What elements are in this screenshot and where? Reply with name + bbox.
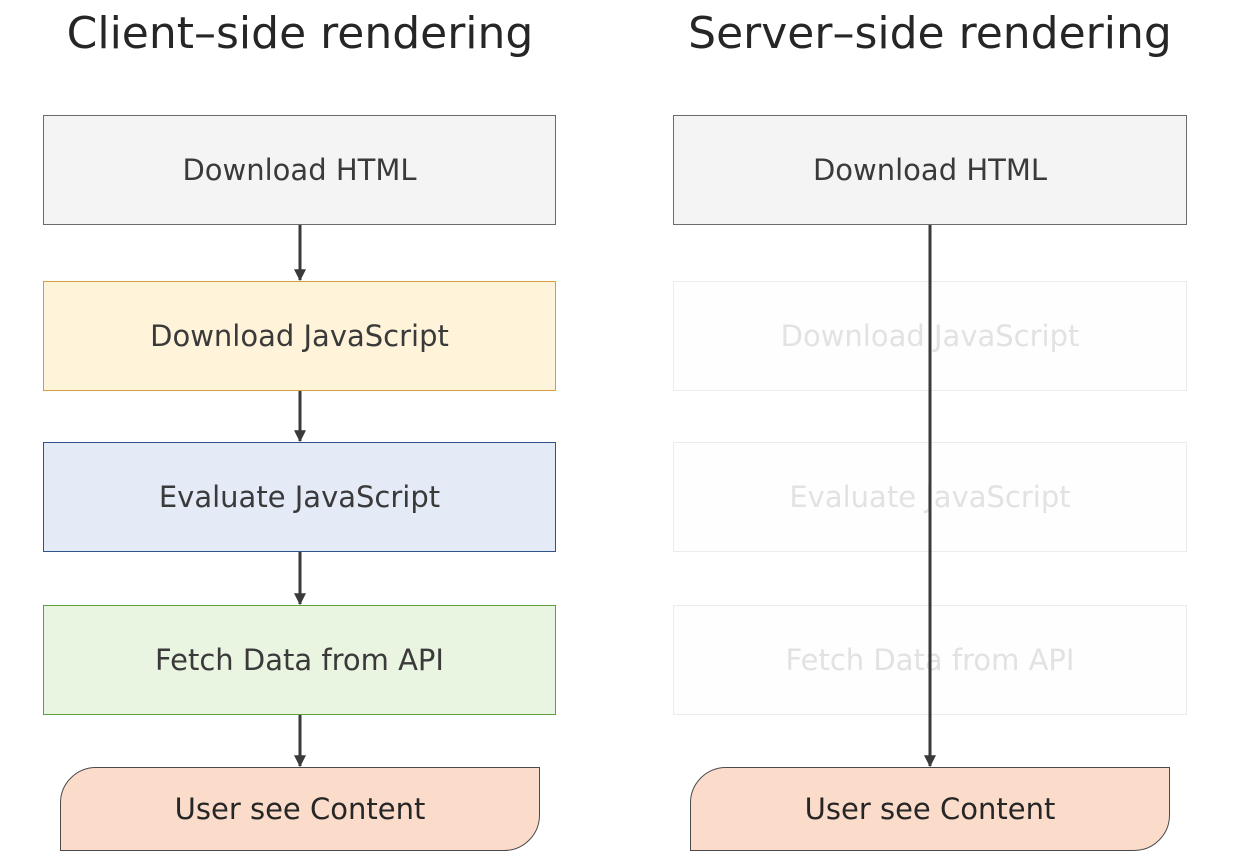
client-end-user-sees-content: User see Content	[60, 767, 540, 851]
server-end-user-sees-content: User see Content	[690, 767, 1170, 851]
client-step-fetch-data: Fetch Data from API	[43, 605, 556, 715]
server-side-title: Server–side rendering	[688, 8, 1172, 59]
server-step-download-html: Download HTML	[673, 115, 1187, 225]
client-side-title: Client–side rendering	[66, 8, 534, 59]
client-step-evaluate-javascript: Evaluate JavaScript	[43, 442, 556, 552]
client-step-download-html: Download HTML	[43, 115, 556, 225]
server-step-download-javascript-skipped: Download JavaScript	[673, 281, 1187, 391]
client-step-download-javascript: Download JavaScript	[43, 281, 556, 391]
server-step-evaluate-javascript-skipped: Evaluate JavaScript	[673, 442, 1187, 552]
server-step-fetch-data-skipped: Fetch Data from API	[673, 605, 1187, 715]
